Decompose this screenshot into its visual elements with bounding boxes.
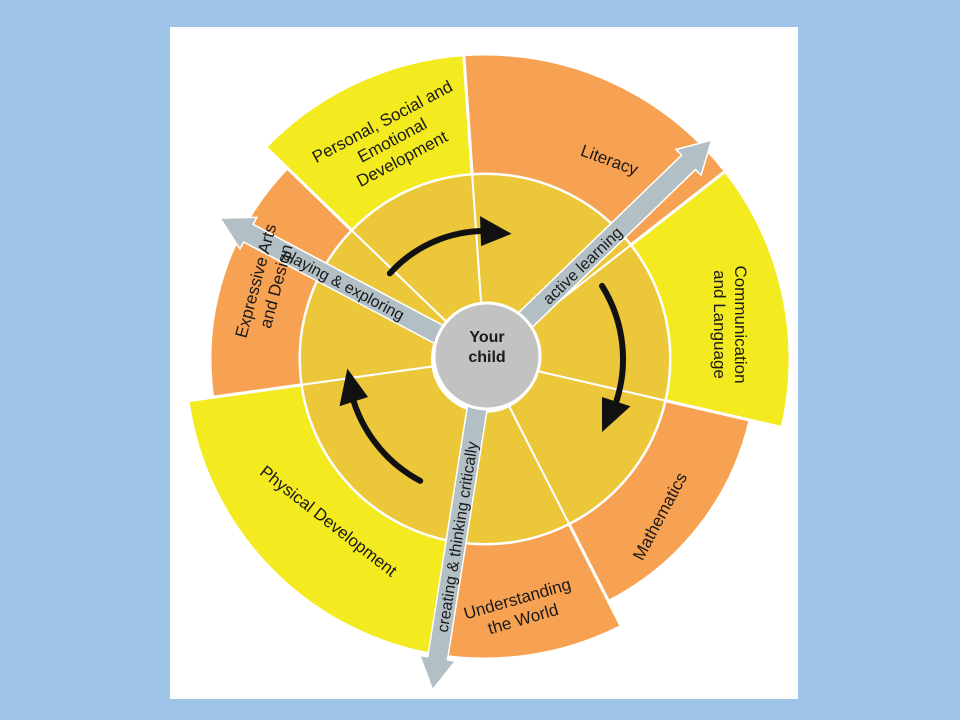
understanding-inner-ring [458,404,571,545]
cycle-arrow-top-head [480,216,512,247]
creating-thinking-arrow [418,401,489,692]
active-learning-arrow [509,139,713,336]
cycle-arrow-left-body [348,391,424,484]
active-arrow-shape [509,139,713,336]
center-label-line-1: Your [469,329,504,346]
playing-exploring-arrow [218,216,451,348]
communication-label-line-1: Communication [731,265,750,383]
playing-arrow-shape [218,216,451,348]
cycle-arrow-right-body [599,282,626,412]
center-label-line-2: child [468,349,505,366]
cycle-arrow-left-head [339,368,369,407]
cycle-arrow-right-head [601,397,631,433]
cycle-arrow-top-body [386,228,491,277]
physical-inner-ring [300,365,479,544]
communication-label-line-2: and Language [710,270,729,379]
creating-arrow-shape [418,401,489,692]
center-circle [432,301,542,411]
